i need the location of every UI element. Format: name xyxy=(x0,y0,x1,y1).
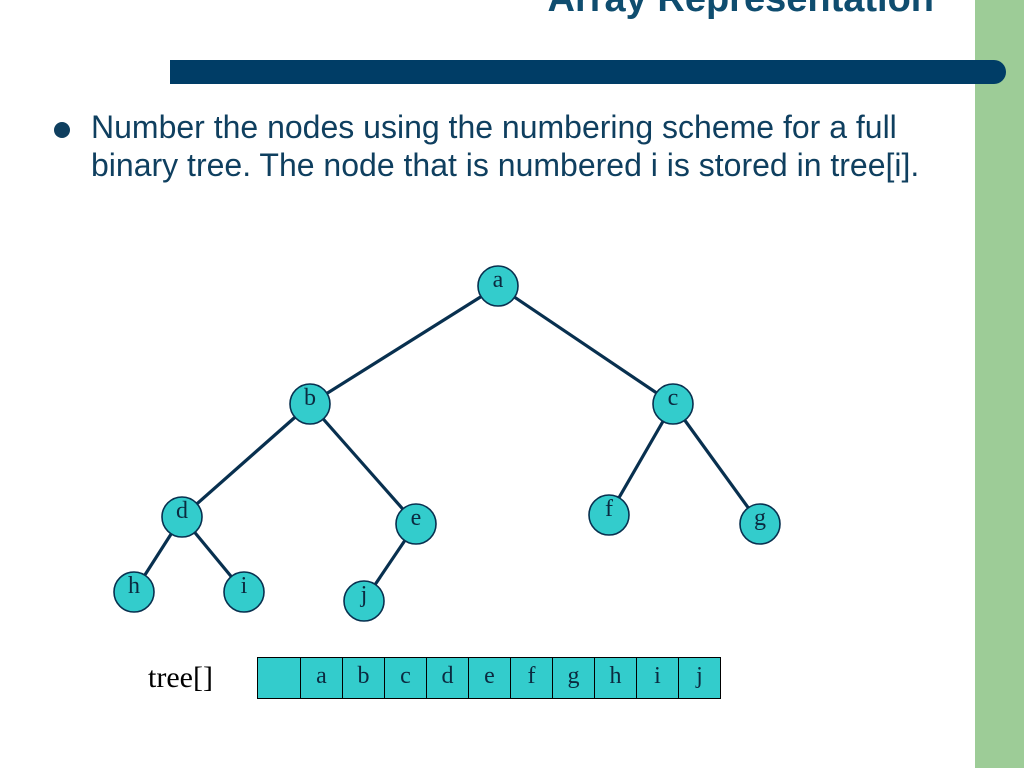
tree-node-circle xyxy=(477,265,519,307)
tree-node-circle xyxy=(343,580,385,622)
tree-node-circle xyxy=(739,503,781,545)
slide-title: Array Representation xyxy=(548,0,934,21)
bullet-item: Number the nodes using the numbering sch… xyxy=(54,108,959,184)
tree-node-label: g xyxy=(754,505,766,531)
tree-node-h: h xyxy=(113,571,155,613)
tree-node-label: i xyxy=(241,573,248,599)
bullet-dot-icon xyxy=(54,122,70,138)
array-cell-3: c xyxy=(384,658,426,698)
tree-node-g: g xyxy=(739,503,781,545)
tree-node-e: e xyxy=(395,503,437,545)
tree-edge-a-c xyxy=(497,284,674,406)
tree-node-b: b xyxy=(289,383,331,425)
tree-edge-c-g xyxy=(671,403,762,525)
tree-node-label: b xyxy=(304,385,316,411)
tree-node-label: h xyxy=(128,573,140,599)
tree-node-c: c xyxy=(652,383,694,425)
tree-node-label: f xyxy=(605,496,613,522)
tree-node-circle xyxy=(113,571,155,613)
tree-node-j: j xyxy=(343,580,385,622)
tree-node-f: f xyxy=(588,494,630,536)
tree-node-circle xyxy=(223,571,265,613)
tree-node-circle xyxy=(395,503,437,545)
tree-node-label: e xyxy=(411,505,422,531)
tree-edge-b-d xyxy=(180,402,312,519)
array-cell-2: b xyxy=(342,658,384,698)
tree-node-a: a xyxy=(477,265,519,307)
tree-edge-a-b xyxy=(309,284,499,406)
bullet-text: Number the nodes using the numbering sch… xyxy=(91,109,920,183)
tree-edge-c-f xyxy=(607,403,675,516)
tree-node-circle xyxy=(588,494,630,536)
tree-node-label: j xyxy=(360,582,368,608)
array-cell-9: i xyxy=(636,658,678,698)
tree-node-circle xyxy=(652,383,694,425)
tree-node-i: i xyxy=(223,571,265,613)
tree-edge-b-e xyxy=(308,402,418,526)
tree-node-d: d xyxy=(161,496,203,538)
title-bar xyxy=(170,60,1006,84)
tree-node-label: c xyxy=(668,385,679,411)
array-cell-1: a xyxy=(300,658,342,698)
array-cell-7: g xyxy=(552,658,594,698)
array-cell-8: h xyxy=(594,658,636,698)
array-cell-10: j xyxy=(678,658,720,698)
side-band xyxy=(975,0,1024,768)
tree-node-label: a xyxy=(493,267,504,293)
array-cell-4: d xyxy=(426,658,468,698)
tree-node-label: d xyxy=(176,498,188,524)
array-cell-5: e xyxy=(468,658,510,698)
tree-node-circle xyxy=(289,383,331,425)
array-cell-0 xyxy=(258,658,300,698)
array-cell-6: f xyxy=(510,658,552,698)
tree-node-circle xyxy=(161,496,203,538)
array-label: tree[] xyxy=(148,661,213,694)
